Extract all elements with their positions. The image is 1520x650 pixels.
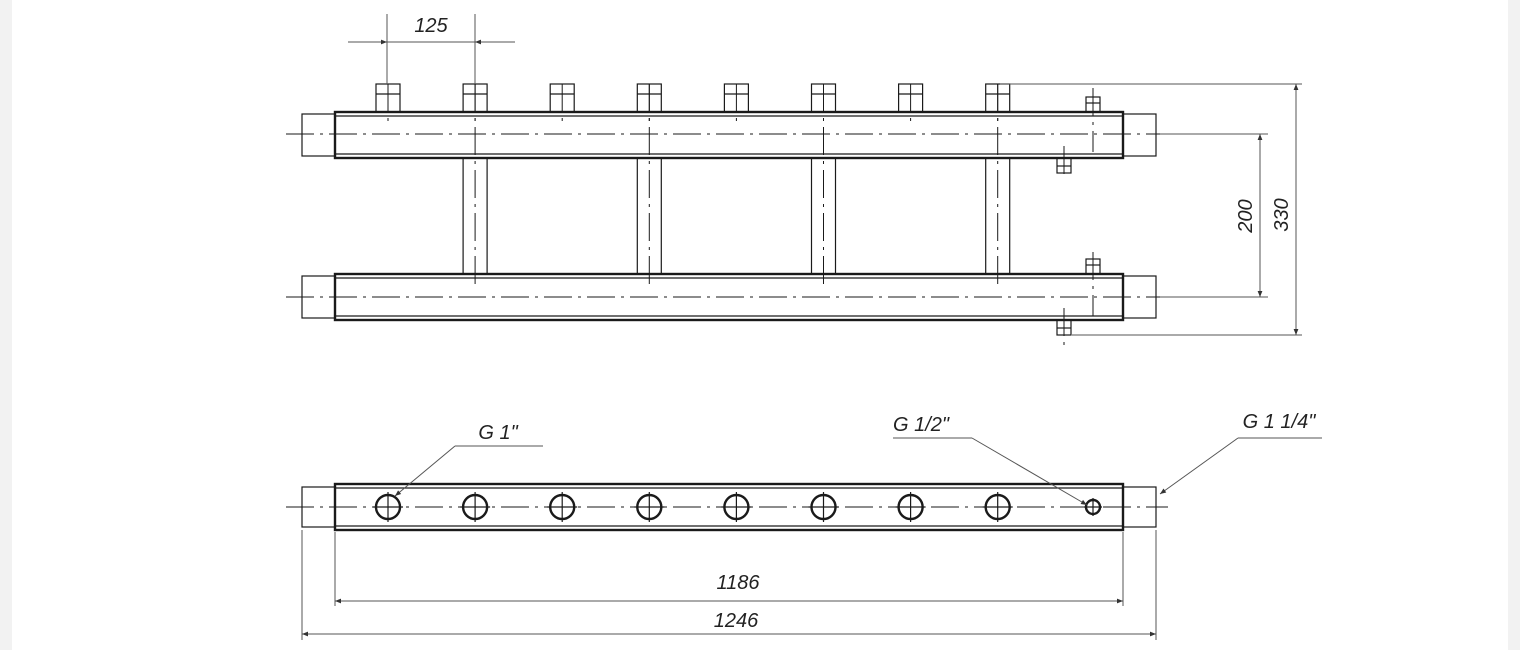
outlet-hole [895,492,926,522]
outlet-nipple [723,83,750,125]
connector-tube [636,84,662,284]
dim-spacing-label: 125 [414,15,448,37]
callout-outlet-label: G 1" [478,422,518,444]
connector-tube [462,84,488,284]
outlet-nipple [375,83,401,125]
dim-body-length: 1186 [334,532,1124,606]
upper-header-pipe [286,110,1168,160]
outlet-hole [460,492,491,522]
outlet-hole [373,492,403,522]
upper-right-end-cap [1122,113,1157,157]
dim-outer-height-label: 330 [1271,198,1293,231]
dim-outer-height: 330 [1000,83,1302,336]
vent-hole [1084,498,1102,516]
callout-inlet-label: G 1 1/4" [1243,411,1317,433]
drawing-sheet [12,0,1508,650]
upper-left-end-cap [301,113,336,157]
outlet-hole [634,492,665,522]
vent-plugs [1056,88,1101,348]
outlet-hole [808,492,839,522]
outlet-nipple [897,83,924,125]
plan-view: G 1" G 1/2" G 1 1/4" 1186 1246 [286,411,1322,640]
callout-vent-label: G 1/2" [893,414,950,436]
outlet-hole [721,492,752,522]
dim-inner-height-label: 200 [1235,199,1257,233]
connector-tubes [462,84,1011,284]
outlet-holes [373,492,1013,522]
outlet-nipple [549,83,575,125]
outlet-hole [547,492,578,522]
dim-body-length-label: 1186 [716,572,760,594]
callout-vent-thread: G 1/2" [893,414,1088,506]
front-view: 125 200 330 [286,14,1302,348]
dim-total-length-label: 1246 [714,610,759,632]
callout-inlet-thread: G 1 1/4" [1159,411,1322,495]
connector-tube [985,84,1011,284]
lower-header-pipe [286,272,1168,322]
outlet-hole [982,492,1013,522]
dim-spacing: 125 [348,14,515,84]
dim-inner-height: 200 [1160,133,1268,298]
connector-tube [810,84,837,284]
callout-outlet-thread: G 1" [394,422,543,497]
outlet-nipples [375,83,1011,125]
dim-total-length: 1246 [301,530,1157,640]
